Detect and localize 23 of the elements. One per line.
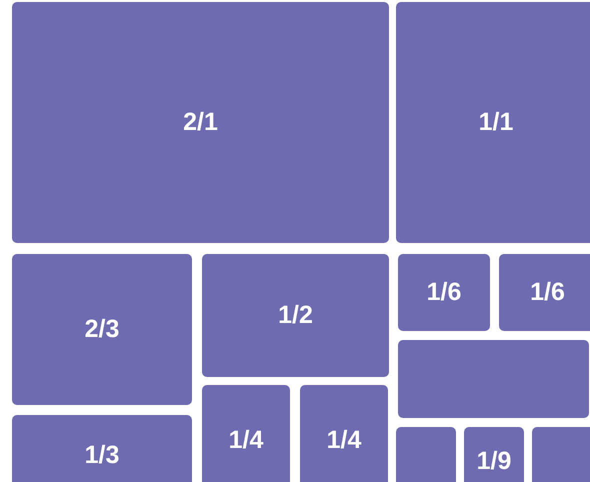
tile-label: 1/3 <box>84 440 120 470</box>
tile-label: 2/3 <box>84 315 120 344</box>
empty-tile <box>396 427 456 482</box>
tile-label: 1/9 <box>476 446 512 476</box>
treemap-tile <box>202 385 290 482</box>
tile-label: 2/1 <box>183 108 218 137</box>
tile-label: 1/6 <box>426 278 462 307</box>
tile-label: 1/4 <box>228 426 264 454</box>
treemap-tile <box>464 427 524 482</box>
tile-label: 1/6 <box>530 278 565 307</box>
treemap-tile <box>396 2 590 243</box>
tile-label: 1/4 <box>326 426 362 454</box>
treemap-tile <box>300 385 388 482</box>
empty-tile <box>532 427 590 482</box>
treemap-tile <box>398 254 490 331</box>
treemap-tile <box>12 2 389 243</box>
treemap-tile <box>499 254 590 331</box>
tile-label: 1/1 <box>478 108 514 137</box>
treemap-tile <box>202 254 389 377</box>
empty-tile <box>398 340 589 418</box>
treemap-tile <box>12 254 192 405</box>
tile-label: 1/2 <box>278 301 313 330</box>
treemap-tile <box>12 415 192 482</box>
